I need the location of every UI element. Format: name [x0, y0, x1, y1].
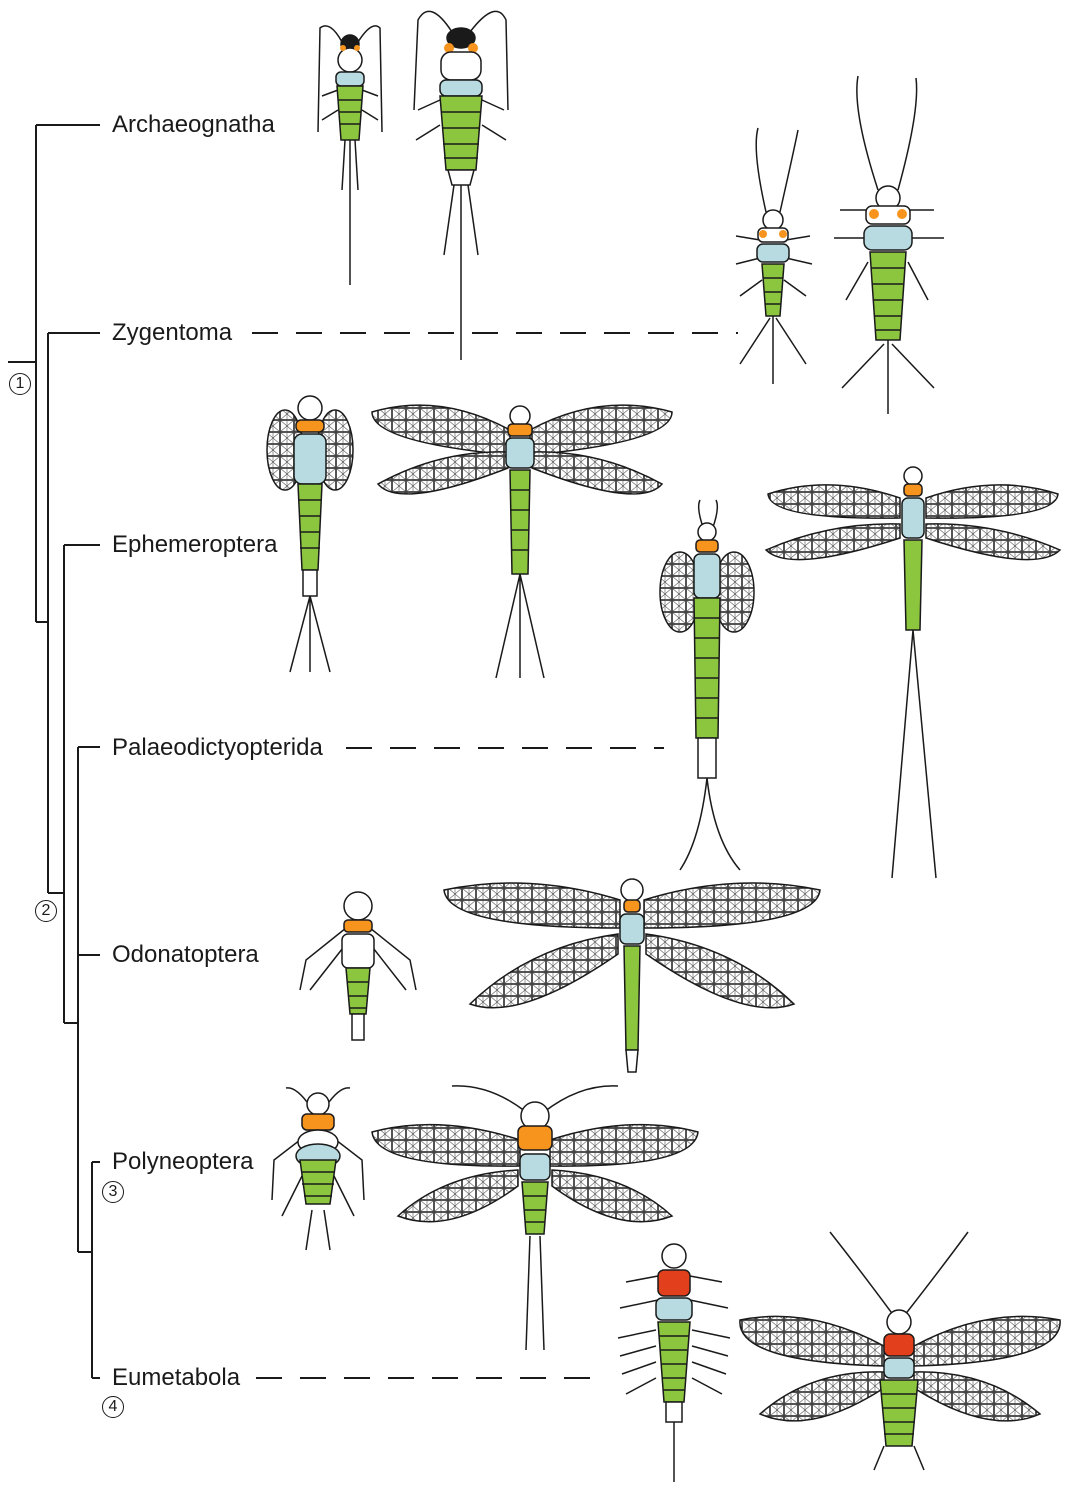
odonatoptera-nymph [300, 892, 416, 1040]
palaeodictyopterida-adult [766, 467, 1060, 878]
palaeodictyopterida-nymph [660, 500, 754, 870]
ephemeroptera-nymph [267, 396, 353, 672]
zygentoma-adult [834, 76, 944, 414]
zygentoma-nymph [736, 128, 812, 384]
polyneoptera-nymph [272, 1088, 364, 1250]
eumetabola-nymph [618, 1244, 730, 1482]
ephemeroptera-adult [372, 405, 672, 678]
eumetabola-adult [740, 1232, 1060, 1470]
odonatoptera-adult [444, 879, 820, 1072]
archaeognatha-nymph [318, 26, 382, 285]
polyneoptera-adult [372, 1086, 698, 1350]
archaeognatha-adult [414, 11, 508, 360]
